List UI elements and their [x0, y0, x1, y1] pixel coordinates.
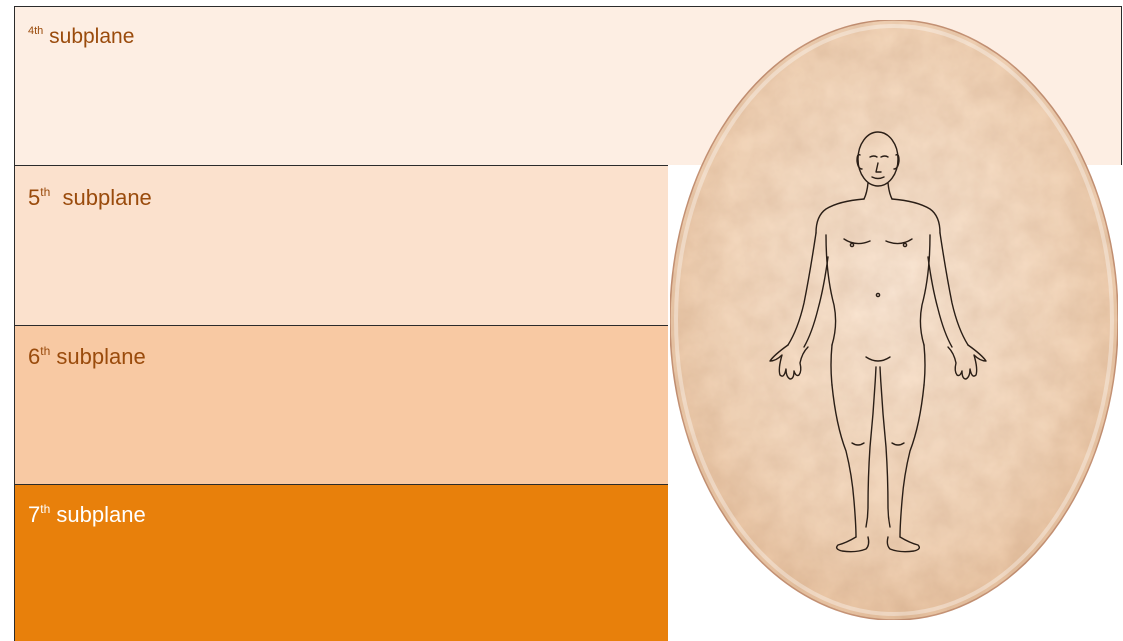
subplane-ordinal-6: 6 [28, 344, 40, 369]
subplane-text-7: subplane [50, 502, 145, 527]
subplane-band-5: 5th subplane [14, 165, 668, 325]
parchment-oval [670, 20, 1118, 620]
human-figure-oval [666, 17, 1122, 623]
subplane-band-7: 7th subplane [14, 484, 668, 641]
subplane-ordinal-7: 7 [28, 502, 40, 527]
subplane-band-6: 6th subplane [14, 325, 668, 484]
subplane-label-4: 4th subplane [28, 25, 134, 49]
subplane-label-6: 6th subplane [28, 344, 146, 370]
subplane-text-4: subplane [43, 25, 134, 48]
subplane-text-5: subplane [50, 185, 152, 210]
subplane-suffix-7: th [40, 502, 50, 516]
subplane-suffix-6: th [40, 344, 50, 358]
subplane-suffix-5: th [40, 185, 50, 199]
subplane-ordinal-5: 5 [28, 185, 40, 210]
subplane-label-7: 7th subplane [28, 502, 146, 528]
subplane-text-6: subplane [50, 344, 145, 369]
subplane-suffix-4: th [34, 25, 43, 37]
subplane-label-5: 5th subplane [28, 185, 152, 211]
